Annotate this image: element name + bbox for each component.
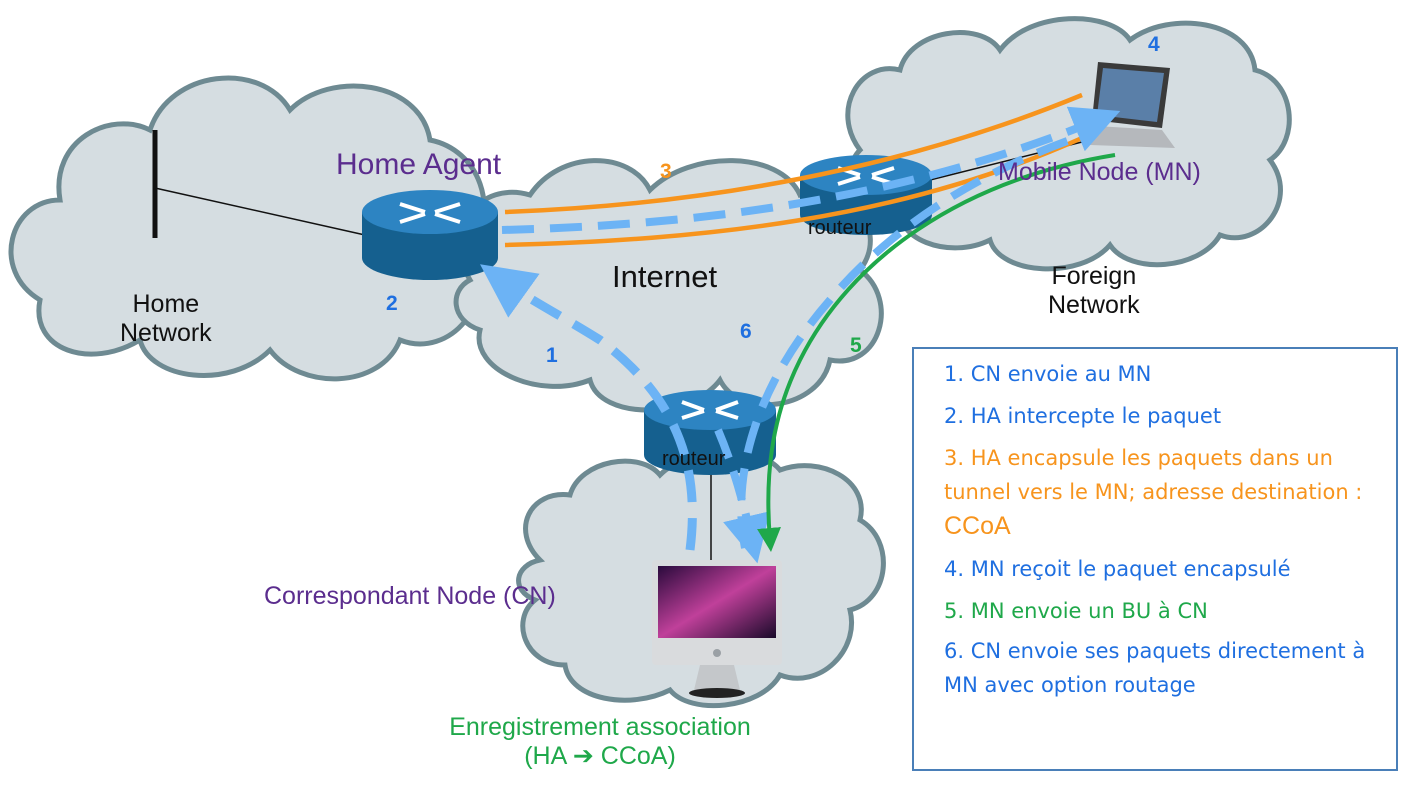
legend-item-1: 1. CN envoie au MN <box>944 362 1152 386</box>
home-network-cloud <box>8 75 487 382</box>
legend-item-6: 6. CN envoie ses paquets directement à M… <box>944 639 1366 697</box>
legend-item-5: 5. MN envoie un BU à CN <box>944 599 1208 623</box>
registration-prefix: (HA <box>524 741 566 770</box>
foreign-network-label: Foreign Network <box>1048 262 1140 320</box>
flow-cn-to-mn-direct <box>737 136 1072 549</box>
legend-box: 1. CN envoie au MN 2. HA intercepte le p… <box>912 347 1398 771</box>
registration-suffix: CCoA) <box>600 741 676 770</box>
step-marker-6: 6 <box>740 320 752 343</box>
home-network-label-line1: Home <box>132 290 200 318</box>
internet-label: Internet <box>612 259 718 294</box>
foreign-network-label-line2: Network <box>1048 290 1140 319</box>
foreign-network-label-line1: Foreign <box>1051 262 1137 290</box>
router-top-label: routeur <box>808 217 872 239</box>
registration-arrow-icon: ➔ <box>572 741 594 770</box>
mobile-node-label: Mobile Node (MN) <box>998 158 1201 186</box>
binding-update-flow <box>757 153 1116 552</box>
home-network-label-line2: Network <box>120 318 212 347</box>
home-link <box>154 187 366 236</box>
step-marker-2: 2 <box>386 292 398 315</box>
router-bottom-label: routeur <box>662 448 726 470</box>
home-agent-label: Home Agent <box>336 148 502 181</box>
correspondent-node-imac <box>652 560 782 698</box>
correspondent-node-label: Correspondant Node (CN) <box>264 582 556 610</box>
step-marker-4: 4 <box>1148 33 1160 56</box>
step-marker-1: 1 <box>546 344 558 367</box>
step-marker-5: 5 <box>850 334 862 357</box>
legend-item-3-ccoa: CCoA <box>944 512 1011 540</box>
registration-caption: Enregistrement association (HA ➔ CCoA) <box>425 713 775 771</box>
legend-item-4: 4. MN reçoit le paquet encapsulé <box>944 557 1291 581</box>
legend-item-2: 2. HA intercepte le paquet <box>944 404 1222 428</box>
home-network-label: Home Network <box>120 290 212 348</box>
flow-cn-to-ha <box>480 264 697 551</box>
flow-ha-to-mn <box>501 106 1121 234</box>
registration-line1: Enregistrement association <box>449 713 751 741</box>
registration-line2: (HA ➔ CCoA) <box>425 742 775 771</box>
flow-cn-down-arrow <box>714 428 770 564</box>
legend-item-3-text: 3. HA encapsule les paquets dans un tunn… <box>944 446 1363 504</box>
home-agent-router <box>362 190 498 280</box>
step-marker-3: 3 <box>660 160 672 183</box>
legend-item-3: 3. HA encapsule les paquets dans un tunn… <box>944 441 1368 544</box>
